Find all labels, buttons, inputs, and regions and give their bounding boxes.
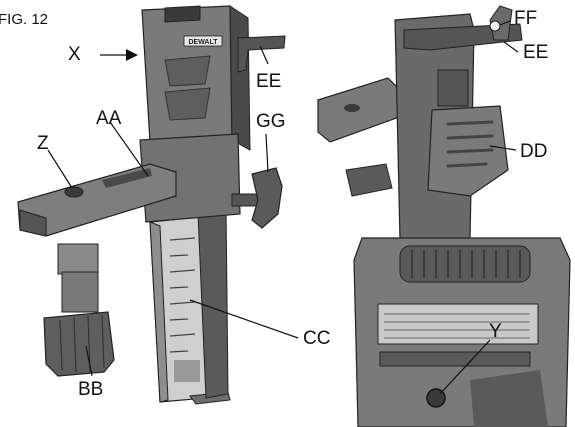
battery-strip (379, 351, 531, 367)
ruler-label-block (174, 360, 200, 382)
laser-handle (399, 245, 531, 283)
detail-bracket (437, 69, 469, 107)
tower-top-slot (164, 5, 201, 23)
figure-title: FIG. 12 (0, 11, 49, 28)
callout-z: Z (37, 133, 49, 154)
detail-arm-hole (344, 104, 360, 112)
arrow-x-icon (126, 49, 138, 61)
brand-badge (183, 35, 223, 47)
leader-cc (189, 299, 299, 339)
callout-gg: GG (256, 111, 286, 132)
callout-x: X (68, 44, 81, 65)
arm-hole-z (64, 186, 84, 198)
pin-ff-icon (489, 20, 501, 32)
callout-aa: AA (96, 108, 122, 129)
wall-mount-bracket: DEWALT (17, 5, 286, 405)
ruler-bar-edge (149, 221, 169, 403)
leader-aa (109, 121, 149, 177)
callout-dd: DD (520, 141, 548, 162)
tower-grip-lower (164, 87, 211, 121)
ruler-ticks (169, 237, 196, 353)
callout-bb: BB (78, 379, 104, 400)
leader-gg (265, 133, 269, 173)
handle-ribs (411, 250, 521, 278)
grip-ribs (446, 120, 494, 168)
clamp-screw (57, 243, 99, 275)
leader-ff (499, 20, 511, 26)
brand-wordmark: DEWALT (188, 39, 218, 46)
leader-bb (85, 345, 93, 377)
label-panel (377, 303, 539, 345)
tower-grip-upper (164, 55, 211, 87)
leader-lines (47, 20, 519, 395)
arm-slot (102, 168, 152, 188)
detail-small-knob (345, 163, 393, 197)
leader-ee-left (259, 45, 269, 65)
callout-ff: FF (514, 8, 538, 29)
laser-back-view (353, 237, 571, 427)
top-clamp (237, 35, 286, 73)
laser-bottom-label (470, 370, 548, 427)
leader-dd (489, 145, 517, 151)
callout-ee-right: EE (523, 42, 549, 63)
callout-cc: CC (303, 328, 331, 349)
clamp-screw-lower (61, 271, 99, 313)
knob-stem (231, 193, 259, 207)
tower-side (229, 5, 251, 151)
callout-ee-left: EE (256, 71, 282, 92)
knob-gg (251, 167, 283, 229)
leader-y (439, 339, 491, 395)
detail-arm (317, 77, 403, 143)
leader-ee-right (503, 41, 519, 53)
leader-z (47, 149, 73, 189)
label-panel-lines (384, 313, 530, 339)
arm-front-face (19, 209, 47, 237)
clamp-detail (317, 5, 523, 241)
detail-fin (489, 5, 513, 41)
callout-y: Y (489, 321, 502, 342)
